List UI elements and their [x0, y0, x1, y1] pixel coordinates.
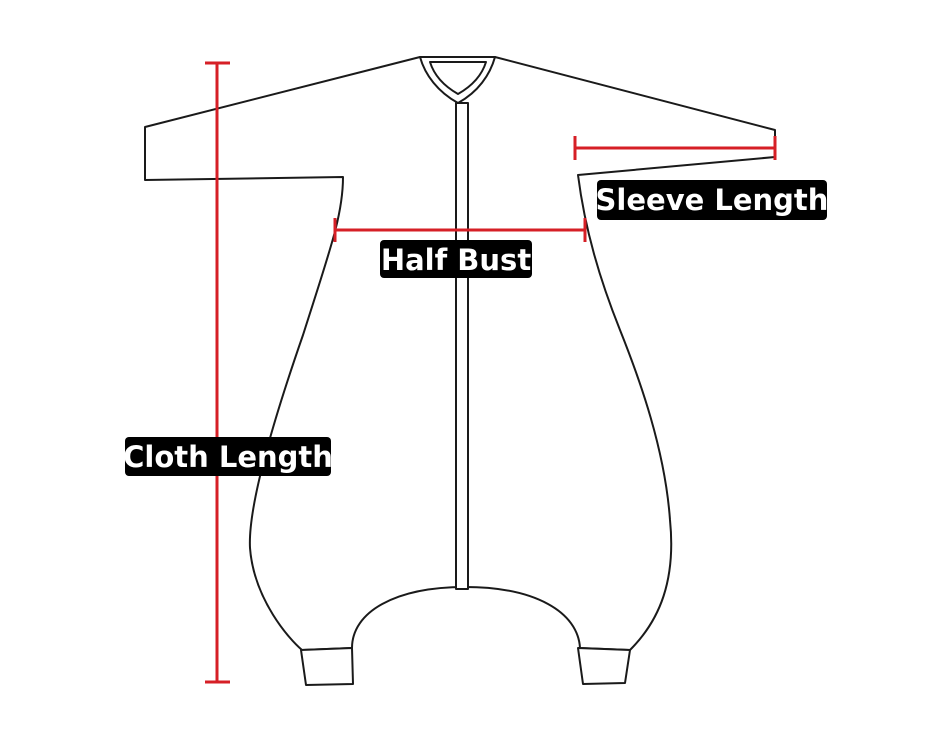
cloth-length-tag: Cloth Length: [123, 437, 333, 476]
neck-collar-inner: [429, 61, 487, 95]
half-bust-label: Half Bust: [381, 243, 532, 277]
sleeve-length-measure: [573, 136, 777, 160]
sleeve-length-label: Sleeve Length: [596, 183, 829, 217]
half-bust-measure: [333, 218, 587, 242]
right-leg-cuff: [577, 647, 631, 685]
zipper-placket: [455, 102, 469, 590]
half-bust-tag: Half Bust: [380, 240, 532, 278]
left-leg-cuff: [300, 647, 354, 686]
cloth-length-label: Cloth Length: [123, 440, 333, 474]
cloth-length-measure: [205, 61, 230, 684]
sleeve-length-tag: Sleeve Length: [596, 180, 829, 220]
